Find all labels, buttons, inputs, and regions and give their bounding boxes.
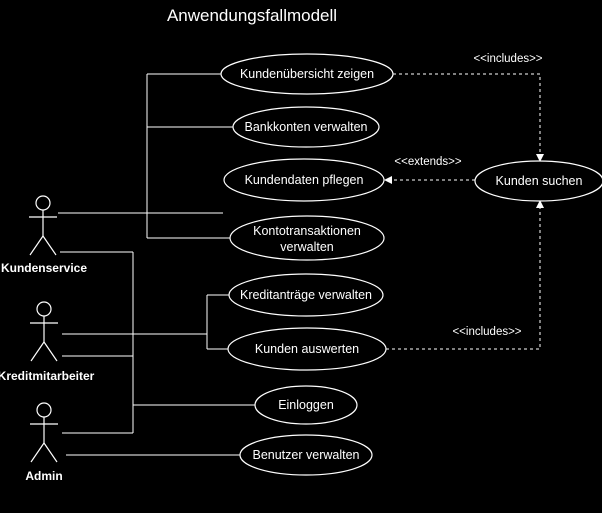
einloggen-associations bbox=[62, 252, 256, 434]
use-case-bankkonten[interactable]: Bankkonten verwalten bbox=[232, 106, 380, 148]
includes-label-bottom: <<includes>> bbox=[452, 326, 521, 338]
use-case-kunden-auswerten[interactable]: Kunden auswerten bbox=[227, 327, 387, 371]
use-case-label: Bankkonten verwalten bbox=[245, 120, 368, 134]
includes-arrow-bottom bbox=[386, 200, 544, 350]
use-case-kundendaten[interactable]: Kundendaten pflegen bbox=[223, 158, 385, 202]
actor-label: Admin bbox=[25, 469, 62, 483]
use-case-label: Einloggen bbox=[278, 398, 334, 412]
stick-figure-icon bbox=[30, 301, 58, 362]
actor-label: Kreditmitarbeiter bbox=[0, 369, 95, 383]
use-case-benutzer[interactable]: Benutzer verwalten bbox=[239, 434, 373, 476]
use-case-label: Kunden suchen bbox=[496, 174, 583, 188]
diagram-title: Anwendungsfallmodell bbox=[167, 6, 337, 25]
extends-label: <<extends>> bbox=[394, 156, 461, 168]
use-case-label: Benutzer verwalten bbox=[252, 448, 359, 462]
kundenservice-associations bbox=[58, 73, 233, 253]
actor-label: Kundenservice bbox=[1, 261, 87, 275]
use-case-label: Kreditanträge verwalten bbox=[240, 288, 372, 302]
include-extend-relations bbox=[384, 73, 544, 350]
actor-kreditmitarbeiter[interactable]: Kreditmitarbeiter bbox=[0, 301, 95, 383]
includes-label-top: <<includes>> bbox=[473, 53, 542, 65]
use-case-label: Kunden auswerten bbox=[255, 342, 359, 356]
kreditmitarbeiter-associations bbox=[62, 294, 229, 357]
use-case-kundenuebersicht[interactable]: Kundenübersicht zeigen bbox=[220, 53, 394, 95]
use-case-label-line-2: verwalten bbox=[280, 240, 334, 254]
stick-figure-icon bbox=[29, 195, 57, 256]
stick-figure-icon bbox=[30, 402, 58, 463]
use-case-label: Kundenübersicht zeigen bbox=[240, 67, 374, 81]
use-case-label: Kundendaten pflegen bbox=[245, 173, 364, 187]
use-case-label-line-1: Kontotransaktionen bbox=[253, 224, 361, 238]
includes-arrow-top bbox=[393, 73, 544, 162]
use-case-einloggen[interactable]: Einloggen bbox=[254, 385, 358, 425]
actor-admin[interactable]: Admin bbox=[25, 402, 63, 483]
use-case-kunden-suchen[interactable]: Kunden suchen bbox=[474, 160, 602, 202]
use-case-kontotransaktionen[interactable]: Kontotransaktionen verwalten bbox=[229, 215, 385, 261]
use-case-kreditantraege[interactable]: Kreditanträge verwalten bbox=[228, 273, 384, 317]
actor-kundenservice[interactable]: Kundenservice bbox=[1, 195, 87, 275]
